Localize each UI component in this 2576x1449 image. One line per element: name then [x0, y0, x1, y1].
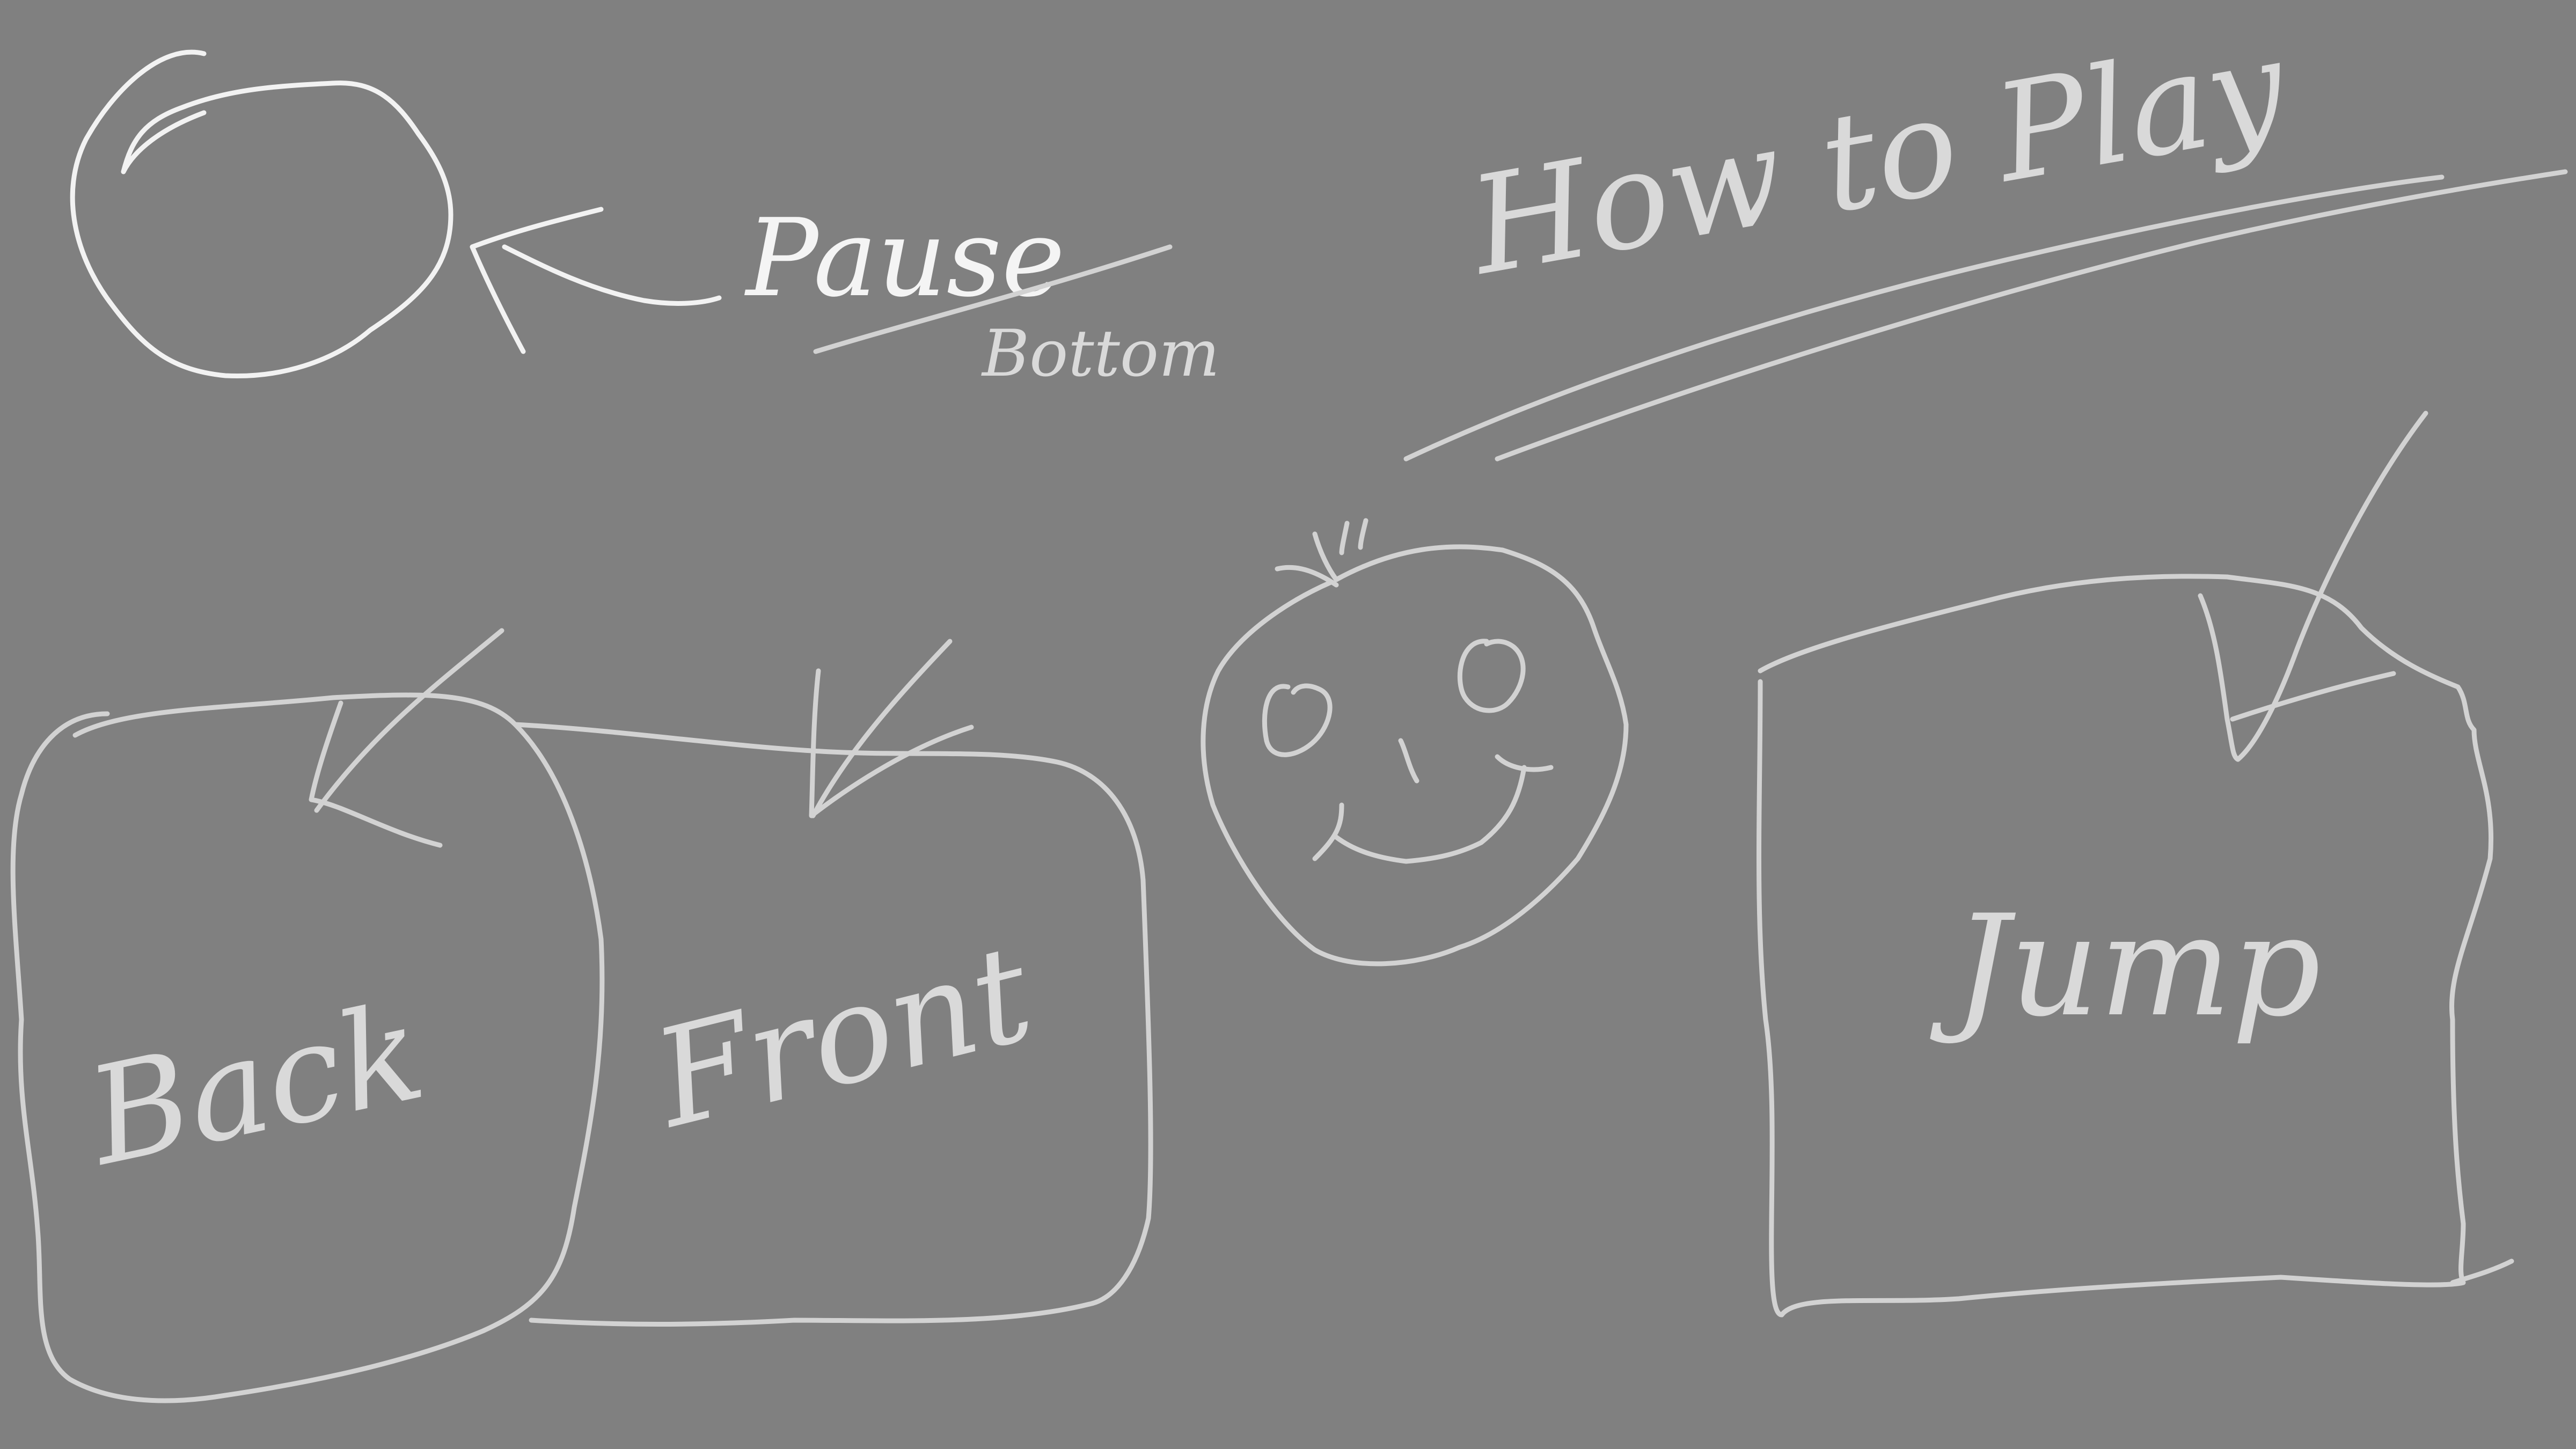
back-arrow-shaft	[314, 628, 504, 813]
smiley-hair	[1275, 518, 1368, 588]
pause-button[interactable]	[70, 49, 453, 379]
jump-arrow	[2198, 411, 2428, 762]
jump-arrow-head	[2198, 593, 2396, 762]
back-button[interactable]: Back	[10, 692, 605, 1403]
jump-button-corner	[2450, 1258, 2514, 1285]
smiley-right-eye	[1457, 639, 1526, 713]
pause-arrow-shaft	[502, 244, 722, 306]
pause-label: Pause	[744, 196, 1065, 321]
front-button-outline	[513, 722, 1153, 1327]
smiley-character	[1201, 518, 1629, 967]
title-underline-2	[1495, 169, 2568, 462]
back-arrow-head	[309, 700, 443, 848]
front-arrow	[809, 639, 974, 818]
pause-arrow-head	[470, 207, 604, 354]
smiley-nose	[1398, 738, 1419, 784]
smiley-head-outline	[1201, 544, 1629, 967]
front-button-label: Front	[639, 914, 1046, 1158]
front-arrow-head	[809, 668, 974, 818]
jump-arrow-shaft	[2235, 411, 2428, 762]
front-arrow-shaft	[810, 639, 953, 818]
back-arrow	[309, 628, 504, 848]
back-button-outline	[10, 692, 605, 1403]
pause-sublabel: Bottom	[981, 317, 1220, 391]
jump-button[interactable]: Jump	[1757, 574, 2514, 1318]
page-title: How to Play	[1458, 8, 2297, 305]
smiley-left-eye	[1262, 683, 1333, 757]
front-button[interactable]: Front	[513, 722, 1153, 1327]
smiley-mouth	[1312, 754, 1554, 864]
pause-arrow	[470, 207, 722, 354]
jump-button-label: Jump	[1929, 885, 2321, 1048]
title-underline-1	[1403, 174, 2445, 462]
jump-button-outline	[1757, 574, 2494, 1318]
pause-underline	[813, 244, 1173, 354]
pause-button-inner-stroke	[121, 110, 207, 174]
back-button-label: Back	[74, 973, 436, 1196]
pause-button-outline	[70, 49, 453, 379]
